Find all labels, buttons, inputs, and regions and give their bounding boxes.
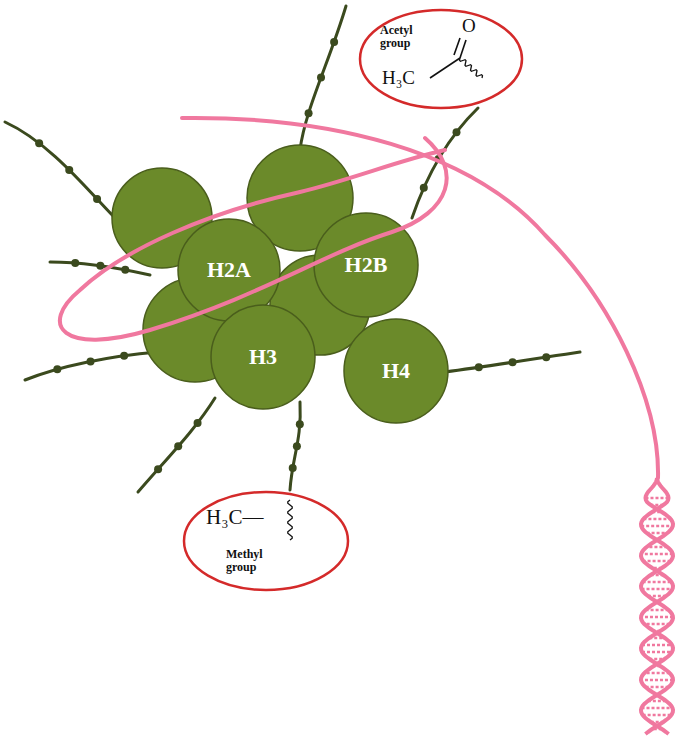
histone-label: H2B [345, 253, 388, 277]
histone-circle: H4 [343, 318, 449, 424]
base-pair [648, 595, 666, 598]
tail-residue [434, 155, 442, 163]
histone-circle: H2B [313, 212, 419, 318]
tail-residue [121, 266, 129, 274]
tail-residue [87, 357, 95, 365]
base-pair [643, 518, 670, 521]
tail-residue [154, 465, 162, 473]
tail-residue [174, 442, 182, 450]
base-pair [646, 497, 669, 500]
atom-label: O [462, 16, 476, 36]
base-pair [647, 546, 668, 549]
dna-helix [641, 478, 673, 734]
callout-title: Methyl group [226, 548, 286, 573]
base-pair [648, 700, 666, 703]
atom-label: H₃C— [206, 506, 264, 528]
base-pair [647, 532, 668, 535]
base-pair [649, 658, 665, 661]
tail-residue [317, 73, 325, 81]
tail-residue [330, 38, 338, 46]
base-pair [643, 581, 672, 584]
chemical-bond [454, 38, 460, 55]
tail-residue [509, 358, 517, 366]
tail-residue [120, 352, 128, 360]
base-pair [641, 616, 673, 619]
tail-residue [93, 195, 101, 203]
bond-wave [288, 500, 292, 540]
tail-residue [194, 419, 202, 427]
histone-circle: H3 [210, 304, 316, 410]
tail-residue [542, 353, 550, 361]
base-pair [651, 504, 664, 507]
histone-label: H4 [382, 359, 410, 383]
tail-residue [289, 464, 297, 472]
methyl-callout: H₃C— Methyl group [182, 490, 350, 592]
bond-wave [460, 58, 483, 78]
tail-residue [35, 139, 43, 147]
base-pair [649, 637, 665, 640]
base-pair [652, 567, 662, 570]
histone-label: H3 [249, 345, 277, 369]
helix-strand [641, 478, 673, 734]
base-pair [643, 560, 670, 563]
base-pair [642, 588, 673, 591]
base-pair [651, 721, 664, 724]
base-pair [654, 665, 660, 668]
tail-residue [296, 420, 304, 428]
base-pair [645, 609, 668, 612]
base-pair [642, 644, 672, 647]
base-pair [652, 728, 662, 731]
base-pair [652, 511, 662, 514]
base-pair [644, 672, 669, 675]
chemical-bond [460, 40, 466, 58]
base-pair [641, 525, 673, 528]
tail-residue [53, 365, 61, 373]
callout-title: Acetyl group [380, 24, 432, 49]
tail-residue [305, 109, 313, 117]
tail-residue [71, 259, 79, 267]
base-pair [644, 623, 669, 626]
base-pair [654, 630, 660, 633]
tail-residue [96, 262, 104, 270]
tail-residue [475, 363, 483, 371]
tail-residue [452, 128, 460, 136]
tail-residue [293, 442, 301, 450]
chemical-bond [430, 58, 460, 78]
base-pair [642, 707, 673, 710]
helix-strand [641, 478, 673, 734]
tail-residue [65, 166, 73, 174]
base-pair [641, 553, 673, 556]
base-pair [651, 574, 664, 577]
acetyl-callout: Acetyl group O H₃C [358, 8, 524, 110]
base-pair [645, 686, 668, 689]
base-pair [641, 679, 673, 682]
histone-tails [5, 6, 580, 492]
base-pair [643, 714, 672, 717]
base-pair [642, 651, 672, 654]
tail-residue [420, 184, 428, 192]
atom-label: H₃C [382, 68, 415, 88]
histone-label: H2A [207, 258, 251, 282]
